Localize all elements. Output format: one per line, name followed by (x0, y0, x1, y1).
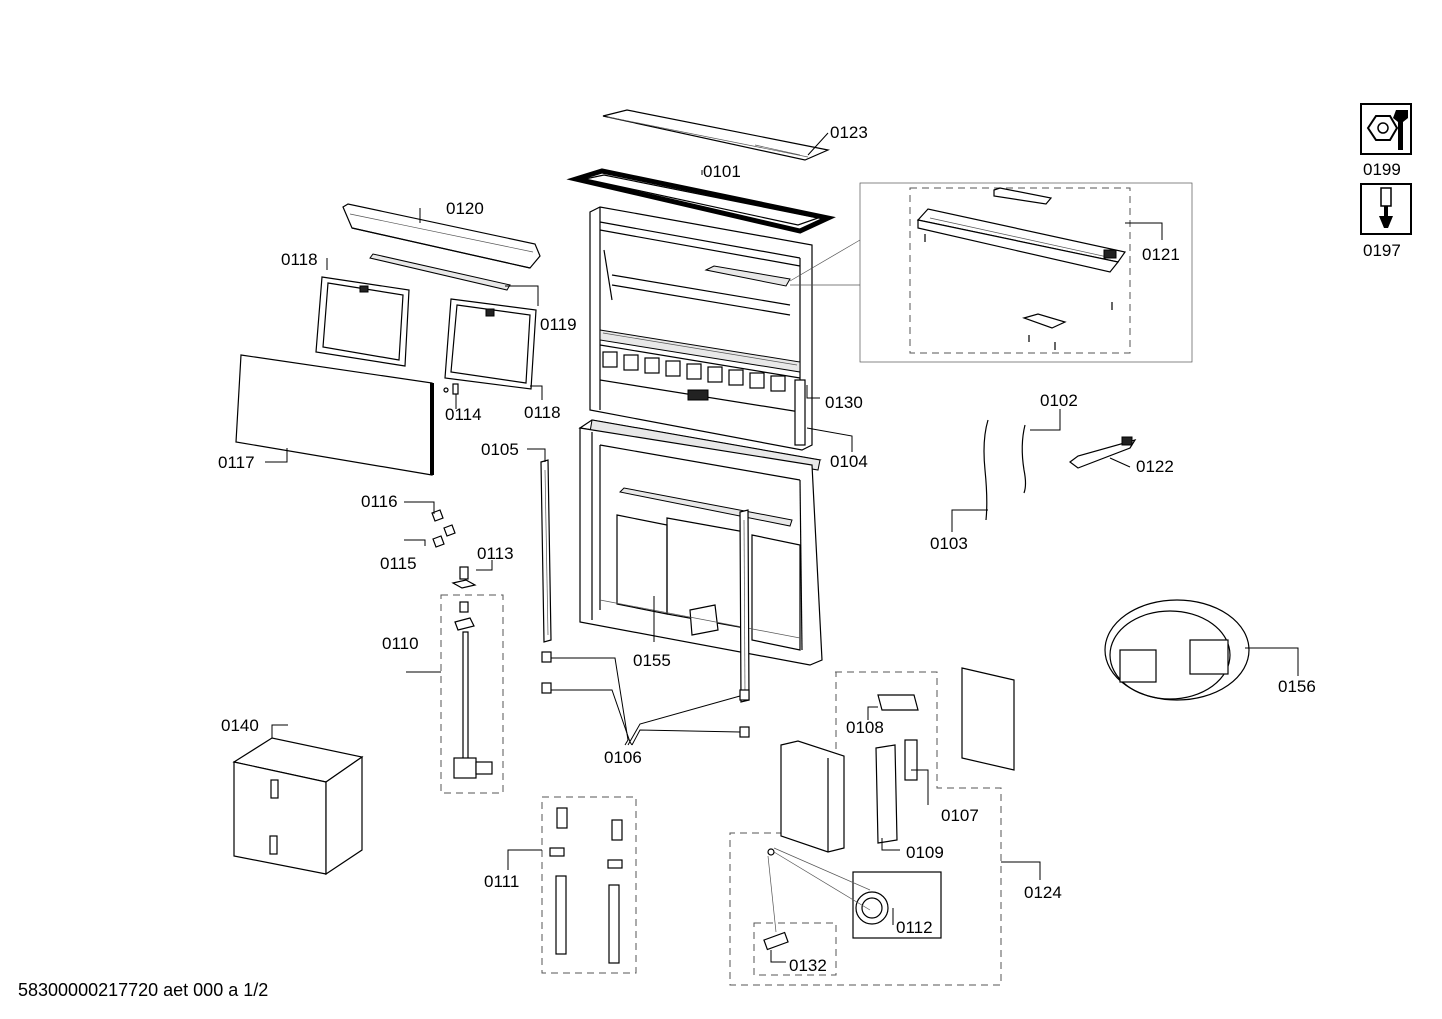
part-0111-brackets (541, 796, 637, 974)
leader-lines (265, 132, 1299, 963)
label-0103: 0103 (930, 534, 968, 553)
label-0121: 0121 (1142, 245, 1180, 264)
part-0117-glass-panel (235, 354, 434, 476)
label-0112: 0112 (896, 918, 933, 937)
part-upper-frame (589, 206, 813, 451)
label-0155: 0155 (633, 651, 671, 670)
part-0124-electronics (729, 667, 1015, 986)
label-0120: 0120 (446, 199, 484, 218)
part-0121-group (789, 182, 1193, 363)
label-0105: 0105 (481, 440, 519, 459)
label-0116: 0116 (361, 492, 398, 511)
label-0119: 0119 (540, 315, 577, 334)
label-0110: 0110 (382, 634, 419, 653)
tool-screwdriver-icon (1360, 183, 1412, 235)
label-0123: 0123 (830, 123, 868, 142)
part-0156-harness (1104, 599, 1250, 701)
label-0140: 0140 (221, 716, 259, 735)
label-0117: 0117 (218, 453, 255, 472)
document-id-footer: 58300000217720 aet 000 a 1/2 (18, 980, 269, 1000)
part-0140-box (232, 737, 364, 876)
part-0105-profile (540, 459, 750, 703)
part-0118-filter-right (444, 298, 537, 390)
label-0101: 0101 (703, 162, 741, 181)
part-0101-gasket (566, 168, 836, 234)
icon-label-0197: 0197 (1363, 241, 1401, 260)
label-0156: 0156 (1278, 677, 1316, 696)
label-0115: 0115 (380, 554, 417, 573)
label-0111: 0111 (484, 872, 519, 891)
label-0130: 0130 (825, 393, 863, 412)
label-0118-a: 0118 (281, 250, 318, 269)
part-0120-trim (342, 203, 541, 269)
label-0114: 0114 (445, 405, 482, 424)
part-0122-bracket (1069, 436, 1137, 469)
label-0122: 0122 (1136, 457, 1174, 476)
part-small-clips (431, 509, 477, 589)
label-0124: 0124 (1024, 883, 1062, 902)
part-0155-lower-housing (578, 419, 823, 666)
label-0108: 0108 (846, 718, 884, 737)
label-0132: 0132 (789, 956, 827, 975)
part-0106-blocks (541, 651, 750, 738)
label-0118-b: 0118 (524, 403, 561, 422)
part-0119-bar (369, 253, 511, 291)
tool-wrench-nut-icon (1360, 103, 1412, 155)
icon-label-0199: 0199 (1363, 160, 1401, 179)
label-0107: 0107 (941, 806, 979, 825)
part-0114-clip (443, 383, 459, 395)
part-labels: 0123 0101 0120 0118 0119 0118 0114 0117 … (218, 123, 1316, 975)
part-0102-0103-cables (983, 419, 1027, 521)
label-0102: 0102 (1040, 391, 1078, 410)
label-0106: 0106 (604, 748, 642, 767)
part-0110-actuator (440, 594, 504, 794)
part-0123-top-cover (602, 109, 830, 161)
label-0109: 0109 (906, 843, 944, 862)
part-0118-filter-left (315, 276, 410, 367)
label-0113: 0113 (477, 544, 514, 563)
label-0104: 0104 (830, 452, 868, 471)
